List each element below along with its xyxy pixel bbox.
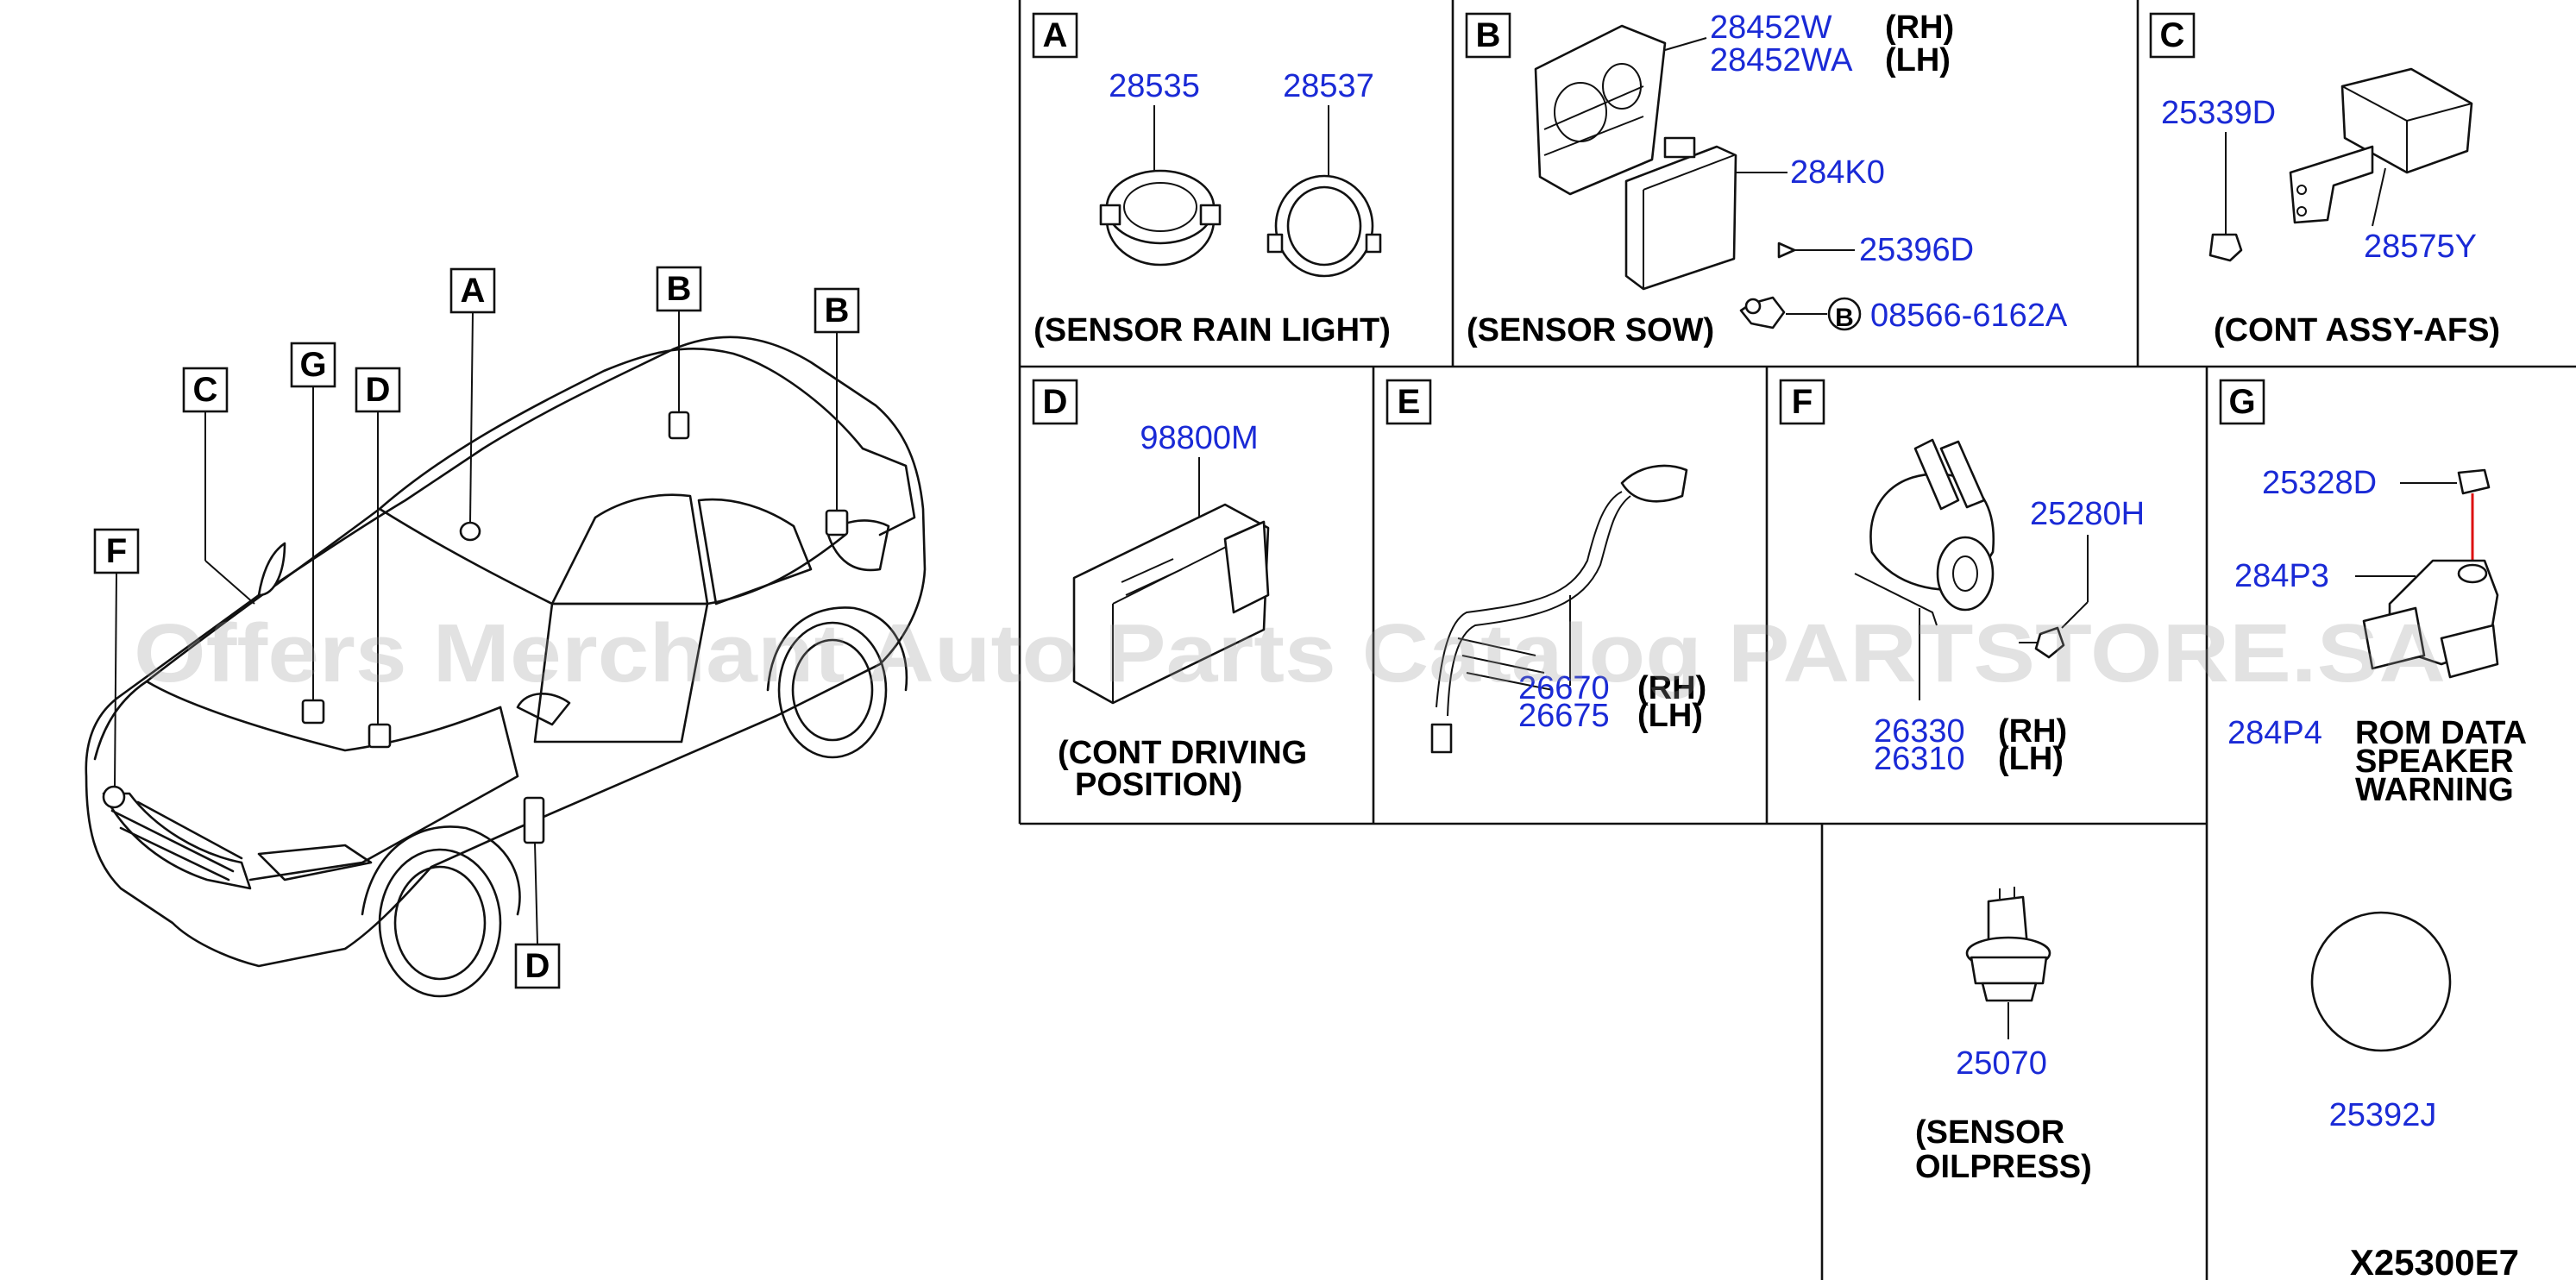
- screw-icon: [1777, 242, 1807, 259]
- section-C: C 25339D 28575Y (CONT ASSY-AFS): [2149, 12, 2500, 348]
- part-08566-6162A: 08566-6162A: [1870, 298, 2068, 334]
- svg-text:G: G: [299, 346, 326, 384]
- svg-text:B: B: [667, 270, 692, 308]
- part-25328D: 25328D: [2262, 465, 2377, 501]
- section-B: B 28452W (RH) 28452WA (LH) 284K0 25396D: [1465, 9, 2068, 348]
- callout-C: C: [182, 367, 255, 605]
- part-25070: 25070: [1956, 1045, 2047, 1082]
- callout-D-top: D: [355, 367, 401, 725]
- wheel-speed-sensor-icon: [1430, 464, 1688, 754]
- part-26310-side: (LH): [1998, 741, 2064, 777]
- section-A-box: [1032, 12, 1078, 59]
- section-E: E 26670 (RH) 26675 (LH): [1385, 379, 1706, 754]
- diagram-code: X25300E7: [2350, 1242, 2519, 1280]
- part-28452WA: 28452WA: [1710, 42, 1853, 78]
- section-F-letter: F: [1792, 383, 1813, 421]
- part-284K0: 284K0: [1790, 154, 1885, 191]
- sensor-bracket-b-icon: [1534, 24, 1667, 196]
- section-G-box: [2219, 379, 2265, 425]
- part-26330: 26330: [1874, 713, 1965, 750]
- oilpress-caption-line2: OILPRESS): [1915, 1149, 2092, 1185]
- part-28452WA-side: (LH): [1885, 42, 1951, 78]
- section-G-caption-line1: ROM DATA: [2355, 715, 2527, 751]
- sow-sensor-icon: [1624, 136, 1737, 291]
- callout-D-bottom: D: [514, 842, 561, 989]
- plug-icon: [2310, 911, 2452, 1052]
- vehicle-drawing: [85, 336, 927, 998]
- section-F-box: [1779, 379, 1825, 425]
- driving-position-controller-icon: [1072, 503, 1270, 705]
- screw-c-icon: [2208, 224, 2243, 262]
- section-grid: [1018, 0, 2576, 1280]
- part-25280H: 25280H: [2030, 496, 2145, 532]
- part-26670: 26670: [1518, 670, 1610, 706]
- part-28535: 28535: [1109, 68, 1200, 104]
- oilpress-caption-line1: (SENSOR: [1915, 1114, 2064, 1151]
- section-A-caption: (SENSOR RAIN LIGHT): [1034, 312, 1391, 348]
- svg-text:D: D: [366, 371, 391, 409]
- section-A: A 28535 28537 (SENSOR RAIN LIGHT): [1032, 12, 1391, 348]
- part-26675-side: (LH): [1637, 698, 1703, 734]
- bolt-icon: [1739, 296, 1786, 329]
- svg-text:F: F: [106, 532, 127, 570]
- section-C-letter: C: [2160, 16, 2185, 54]
- part-26675: 26675: [1518, 698, 1610, 734]
- section-D-letter: D: [1043, 383, 1068, 421]
- section-B-letter: B: [1476, 16, 1501, 54]
- section-B-caption: (SENSOR SOW): [1467, 312, 1714, 348]
- svg-text:A: A: [461, 272, 486, 310]
- section-F: F 25280H 26330 (RH) 26310 (LH): [1779, 379, 2145, 777]
- section-C-caption: (CONT ASSY-AFS): [2214, 312, 2500, 348]
- speaker-bolt-icon: [2457, 468, 2491, 561]
- part-28452W: 28452W: [1710, 9, 1832, 46]
- callout-B-rear: B: [814, 287, 860, 511]
- vehicle-callouts: A B B C G D F: [93, 266, 860, 989]
- section-oilpress: 25070 (SENSOR OILPRESS): [1915, 887, 2092, 1185]
- oil-pressure-sensor-icon: [1965, 887, 2051, 1002]
- horn-bolt-icon: [2019, 626, 2065, 659]
- section-G-letter: G: [2228, 383, 2255, 421]
- section-plug: 25392J: [2310, 911, 2452, 1133]
- part-98800M: 98800M: [1140, 420, 1258, 456]
- rain-light-sensor-icon: [1099, 169, 1222, 267]
- section-D-box: [1032, 379, 1078, 425]
- part-284P4: 284P4: [2227, 715, 2322, 751]
- part-284P3: 284P3: [2234, 558, 2329, 594]
- part-25392J: 25392J: [2329, 1097, 2437, 1133]
- part-25339D: 25339D: [2161, 95, 2276, 131]
- horn-icon: [1854, 438, 1995, 626]
- watermark-text: Offers Merchant Auto Parts Catalog PARTS…: [134, 607, 2446, 700]
- section-D-caption-line1: (CONT DRIVING: [1058, 735, 1307, 771]
- afs-controller-icon: [2289, 67, 2473, 224]
- callout-A: A: [449, 267, 496, 524]
- callout-B-roof: B: [656, 266, 702, 412]
- section-B-box: [1465, 12, 1511, 59]
- part-26330-side: (RH): [1998, 713, 2067, 750]
- part-28575Y: 28575Y: [2364, 229, 2477, 265]
- callout-G: G: [290, 342, 336, 700]
- section-G: G 25328D 284P3 284P4 ROM DATA SPEAKER WA…: [2219, 379, 2527, 808]
- part-28452W-side: (RH): [1885, 9, 1954, 46]
- part-28537: 28537: [1283, 68, 1374, 104]
- svg-text:D: D: [525, 947, 550, 985]
- section-E-letter: E: [1398, 383, 1421, 421]
- part-25396D: 25396D: [1859, 232, 1974, 268]
- sensor-bracket-icon: [1266, 174, 1382, 278]
- section-E-box: [1385, 379, 1432, 425]
- svg-text:B: B: [825, 292, 850, 329]
- section-G-caption-line2: SPEAKER: [2355, 744, 2514, 780]
- bolt-circle-ref: B: [1835, 304, 1854, 332]
- part-26310: 26310: [1874, 741, 1965, 777]
- section-G-caption-line3: WARNING: [2355, 772, 2514, 808]
- section-D-caption-line2: POSITION): [1075, 767, 1242, 803]
- part-26670-side: (RH): [1637, 670, 1706, 706]
- section-A-letter: A: [1043, 16, 1068, 54]
- section-D: D 98800M (CONT DRIVING POSITION): [1032, 379, 1307, 803]
- svg-text:C: C: [193, 371, 218, 409]
- callout-F: F: [93, 528, 140, 787]
- section-C-box: [2149, 12, 2196, 59]
- warning-speaker-icon: [2362, 559, 2499, 679]
